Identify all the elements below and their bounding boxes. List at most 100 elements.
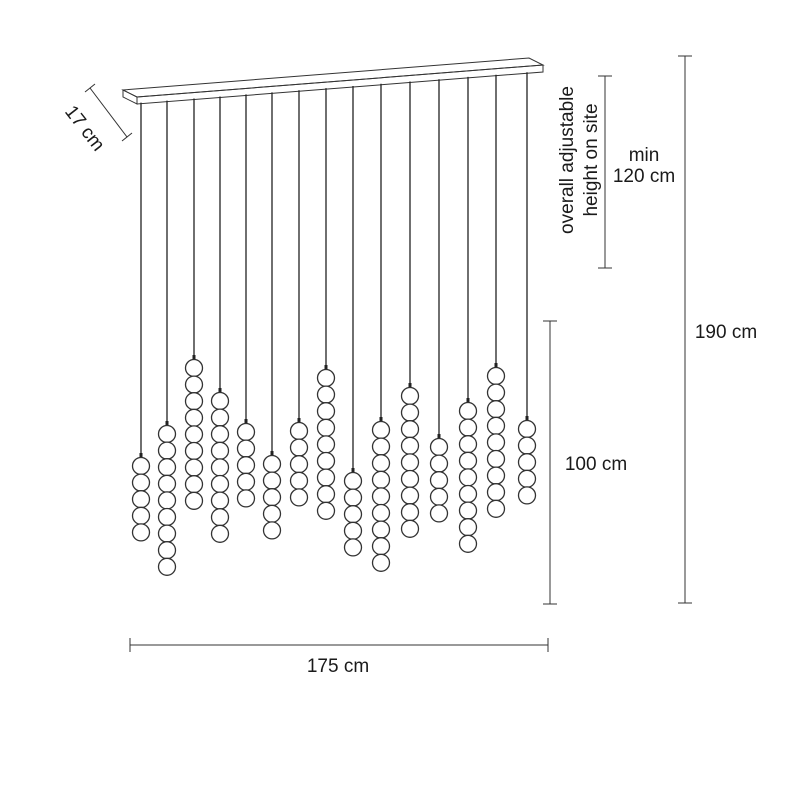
glass-bead	[157, 441, 177, 460]
glass-bead	[210, 474, 230, 494]
glass-bead	[371, 420, 391, 440]
pendant-height-dimension: 100 cm	[543, 320, 627, 605]
glass-bead	[400, 420, 420, 439]
min-label-line1: min	[629, 145, 660, 166]
canopy-side-face	[122, 89, 138, 105]
glass-bead	[400, 436, 420, 455]
total-height-dimension: 190 cm	[678, 55, 757, 604]
depth-label: 17 cm	[60, 102, 108, 156]
glass-bead	[157, 557, 177, 576]
glass-bead	[400, 386, 420, 406]
glass-bead	[371, 537, 391, 556]
glass-bead	[184, 475, 204, 494]
glass-bead	[262, 521, 282, 540]
glass-bead	[131, 490, 151, 509]
glass-bead	[400, 469, 420, 489]
glass-bead	[486, 416, 506, 435]
glass-bead	[316, 451, 336, 471]
glass-bead	[371, 487, 391, 506]
glass-bead	[184, 425, 204, 444]
glass-bead	[157, 458, 177, 477]
glass-bead	[210, 441, 230, 460]
pendant	[517, 72, 537, 505]
glass-bead	[131, 506, 151, 525]
glass-bead	[157, 474, 177, 493]
depth-tick-top	[84, 83, 96, 93]
glass-bead	[131, 473, 151, 492]
pendant	[210, 96, 230, 543]
glass-bead	[429, 487, 449, 506]
glass-bead	[184, 358, 204, 378]
glass-bead	[429, 504, 449, 523]
glass-bead	[236, 439, 256, 458]
pendant	[289, 90, 309, 507]
glass-bead	[429, 437, 449, 457]
glass-bead	[458, 435, 478, 454]
pendant	[316, 88, 336, 520]
glass-bead	[458, 534, 478, 553]
glass-bead	[289, 488, 309, 507]
glass-bead	[486, 466, 506, 485]
glass-bead	[210, 408, 230, 427]
pendant	[486, 74, 506, 518]
glass-bead	[343, 488, 363, 507]
glass-bead	[343, 471, 363, 491]
pendant	[371, 83, 391, 572]
glass-bead	[210, 425, 230, 444]
glass-bead	[262, 471, 282, 490]
pendant	[184, 98, 204, 510]
pendant	[262, 92, 282, 540]
glass-bead	[184, 408, 204, 427]
glass-bead	[486, 400, 506, 419]
total-height-label: 190 cm	[695, 322, 757, 343]
pendant-height-label: 100 cm	[565, 454, 627, 475]
glass-bead	[458, 401, 478, 421]
glass-bead	[371, 437, 391, 456]
adjustable-height-dimension: overall adjustable height on site min 12…	[557, 75, 675, 269]
glass-bead	[184, 375, 204, 394]
glass-bead	[157, 541, 177, 560]
pendant	[343, 85, 363, 557]
glass-bead	[210, 508, 230, 527]
glass-bead	[458, 501, 478, 520]
glass-bead	[517, 486, 537, 505]
glass-bead	[400, 403, 420, 422]
pendant	[458, 76, 478, 553]
pendant	[157, 100, 177, 576]
glass-bead	[429, 454, 449, 473]
glass-bead	[458, 484, 478, 504]
pendant	[429, 79, 449, 523]
glass-bead	[210, 391, 230, 411]
glass-bead	[343, 505, 363, 524]
glass-bead	[517, 419, 537, 439]
glass-bead	[517, 453, 537, 472]
glass-bead	[517, 436, 537, 455]
min-label-line2: 120 cm	[613, 166, 675, 187]
pendant	[400, 81, 420, 538]
glass-bead	[289, 471, 309, 490]
glass-bead	[184, 441, 204, 461]
canopy-top-face	[121, 57, 545, 98]
glass-bead	[458, 518, 478, 537]
glass-bead	[316, 485, 336, 504]
glass-bead	[210, 491, 230, 510]
glass-bead	[400, 486, 420, 505]
glass-bead	[289, 438, 309, 457]
glass-bead	[486, 483, 506, 502]
glass-bead	[458, 451, 478, 470]
glass-bead	[486, 433, 506, 452]
glass-bead	[486, 449, 506, 469]
glass-bead	[429, 471, 449, 490]
glass-bead	[316, 385, 336, 404]
glass-bead	[316, 402, 336, 421]
glass-bead	[131, 523, 151, 542]
depth-dimension-line	[89, 87, 128, 138]
glass-bead	[289, 421, 309, 441]
glass-bead	[157, 507, 177, 527]
depth-tick-bottom	[121, 132, 133, 142]
width-label: 175 cm	[307, 656, 369, 677]
glass-bead	[371, 553, 391, 572]
glass-bead	[184, 458, 204, 477]
glass-bead	[486, 499, 506, 518]
glass-bead	[236, 489, 256, 508]
